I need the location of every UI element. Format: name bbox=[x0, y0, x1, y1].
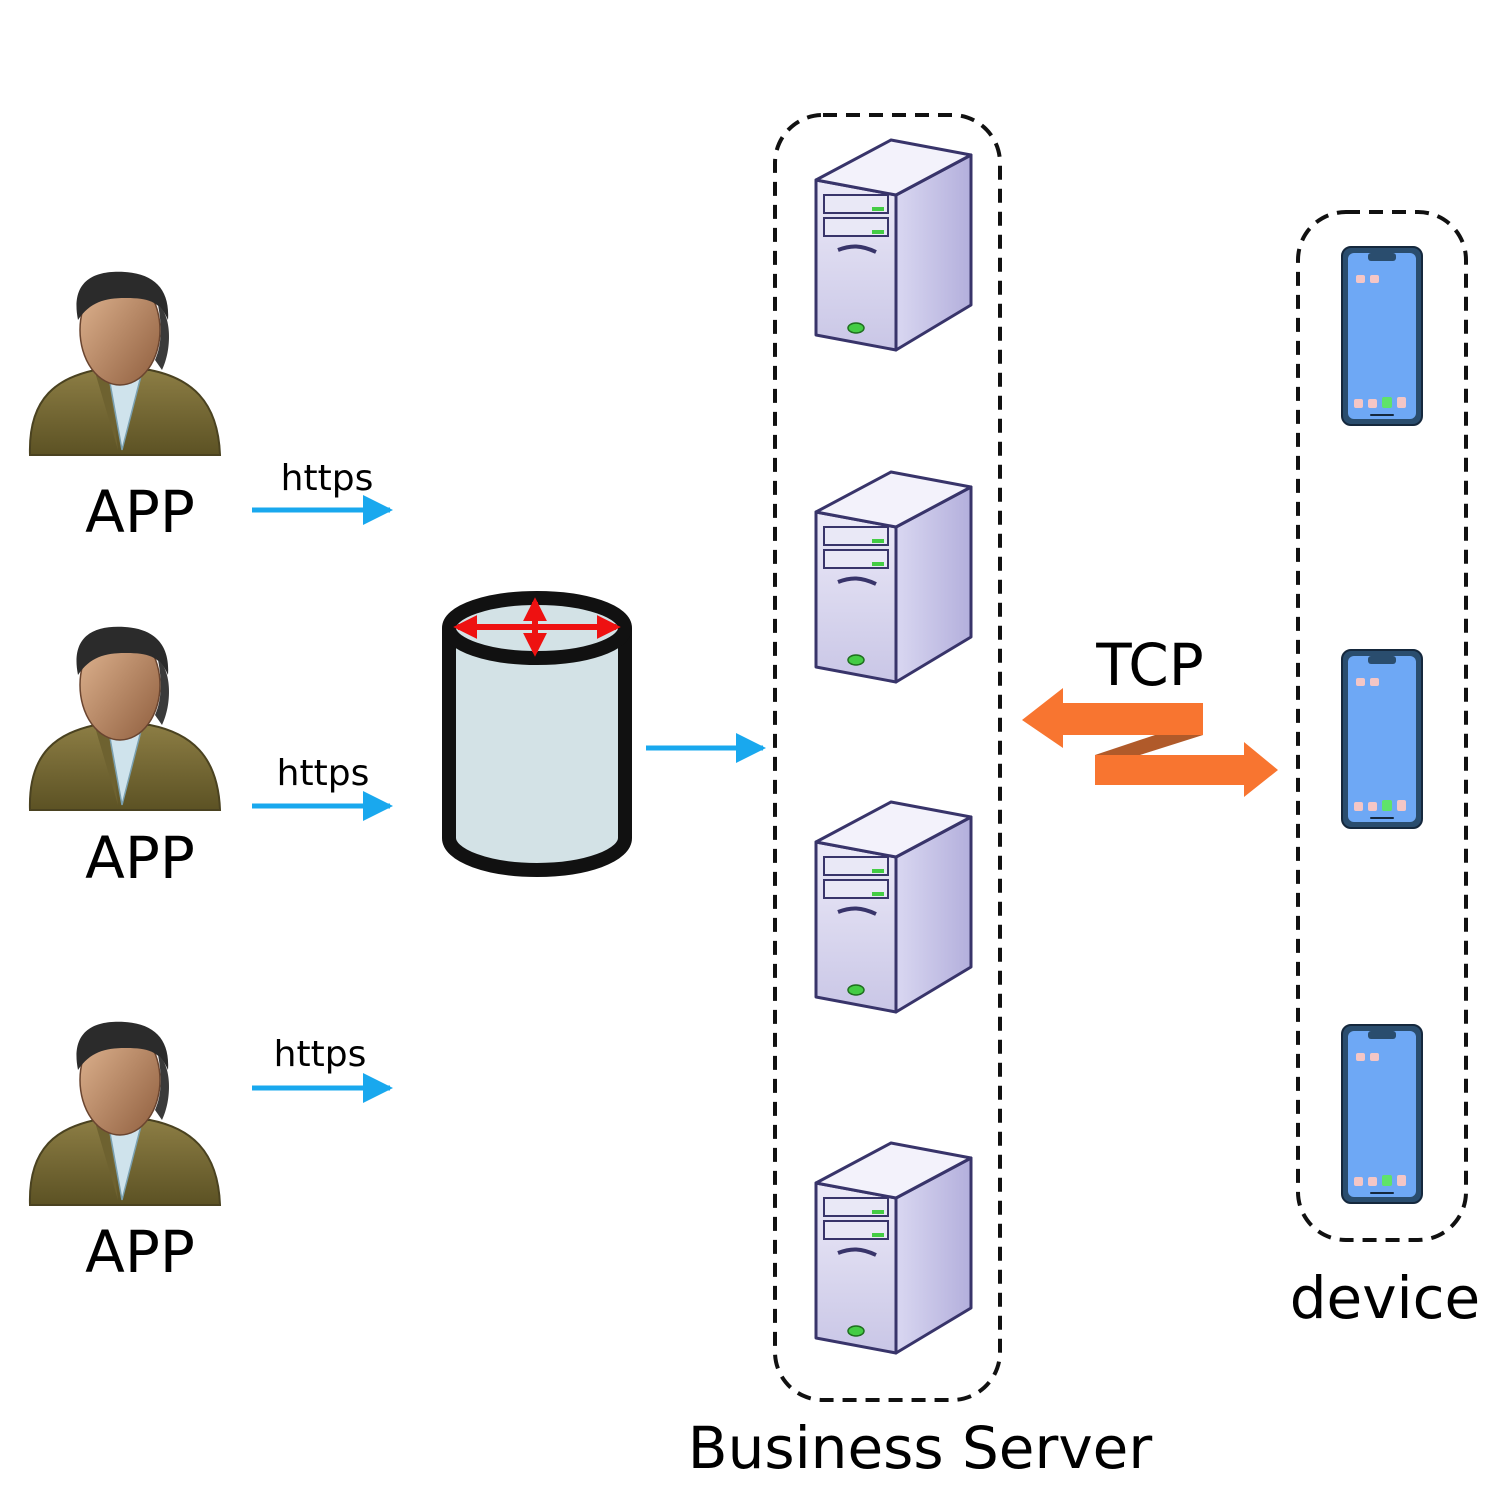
device-group-box bbox=[1296, 210, 1468, 1242]
user-avatar-icon bbox=[28, 625, 222, 811]
https-label: https bbox=[281, 458, 374, 499]
load-balancer-cylinder-icon bbox=[442, 591, 632, 877]
https-label: https bbox=[274, 1034, 367, 1075]
server-tower-icon bbox=[814, 800, 973, 1014]
app-label: APP bbox=[85, 1218, 195, 1286]
app-label: APP bbox=[85, 478, 195, 546]
app-label: APP bbox=[85, 824, 195, 892]
tcp-label: TCP bbox=[1095, 631, 1204, 699]
user-avatar-icon bbox=[28, 1020, 222, 1206]
https-label: https bbox=[277, 753, 370, 794]
smartphone-icon bbox=[1341, 649, 1423, 829]
server-group-box bbox=[773, 113, 1002, 1402]
smartphone-icon bbox=[1341, 246, 1423, 426]
server-tower-icon bbox=[814, 470, 973, 684]
device-group-label: device bbox=[1290, 1264, 1481, 1332]
server-tower-icon bbox=[814, 138, 973, 352]
server-group-label: Business Server bbox=[688, 1414, 1153, 1482]
tcp-bidirectional-arrow bbox=[1022, 688, 1278, 797]
smartphone-icon bbox=[1341, 1024, 1423, 1204]
user-avatar-icon bbox=[28, 270, 222, 456]
server-tower-icon bbox=[814, 1141, 973, 1355]
